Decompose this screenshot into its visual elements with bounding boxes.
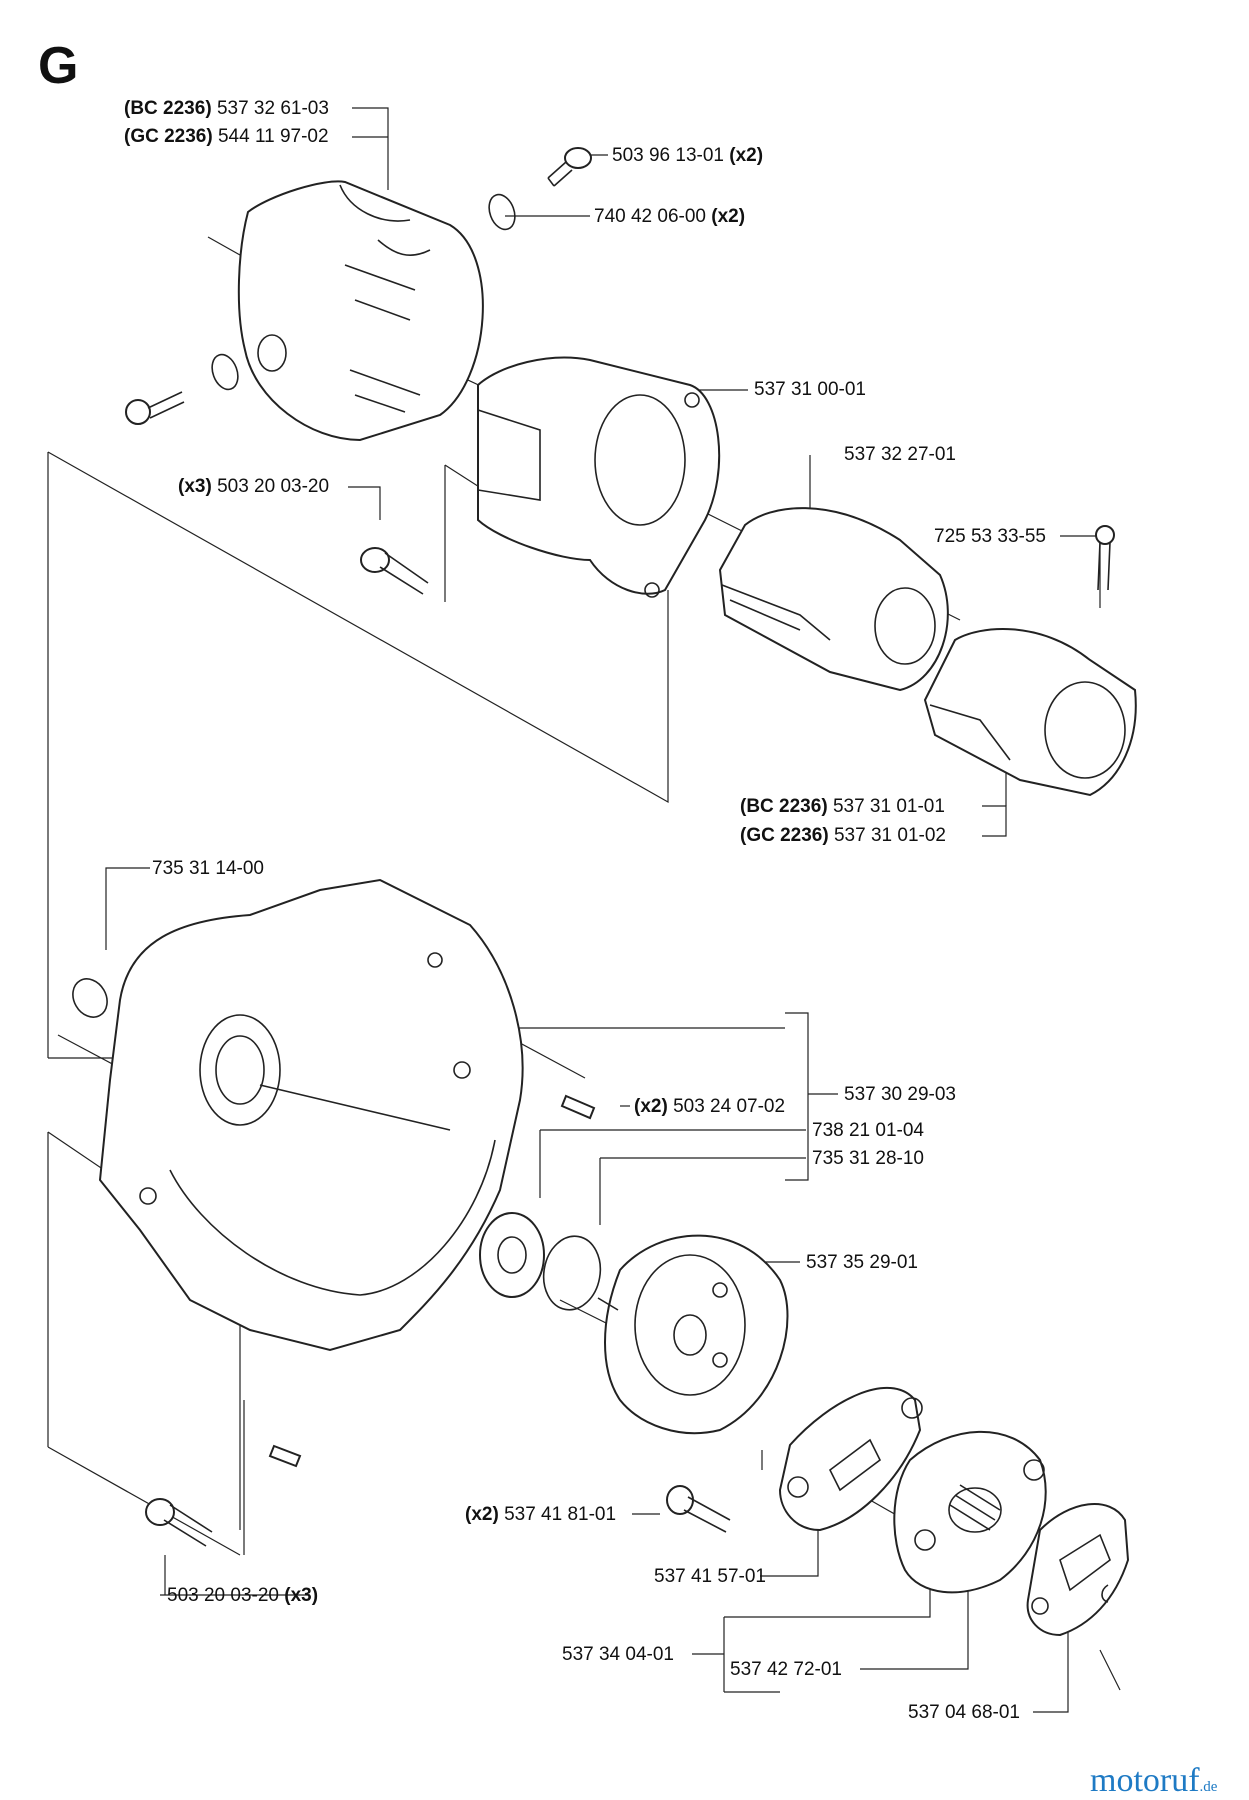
clutch-housing-part — [477, 356, 721, 598]
label-screw-x3-upper-part: 503 20 03-20 — [217, 476, 330, 497]
top-oring — [488, 193, 516, 231]
label-cover-bc: (BC 2236) 537 32 61-03 — [124, 98, 329, 120]
label-clutch-drum-part: 537 35 29-01 — [806, 1252, 918, 1273]
section-letter: G — [38, 37, 79, 95]
damper-part — [718, 507, 949, 692]
lower-x2-screw — [666, 1485, 731, 1533]
clamp-part — [923, 628, 1137, 797]
label-cover-gc-prefix: (GC 2236) — [124, 126, 213, 147]
cover-screw-left — [125, 391, 185, 425]
label-screw-x3-lower: 503 20 03-20 (x3) — [167, 1585, 318, 1607]
label-screw-x2-lower: (x2) 537 41 81-01 — [465, 1504, 616, 1526]
label-spring-part: 537 42 72-01 — [730, 1659, 842, 1680]
circlip-part — [542, 1235, 602, 1311]
label-damper: 537 32 27-01 — [844, 444, 956, 466]
label-clamp-gc: (GC 2236) 537 31 01-02 — [740, 825, 946, 847]
label-cover-plate: 537 04 68-01 — [908, 1702, 1020, 1724]
upper-x3-screw — [360, 547, 429, 595]
label-bearing-part: 738 21 01-04 — [812, 1120, 924, 1141]
label-cover-plate-part: 537 04 68-01 — [908, 1702, 1020, 1723]
label-pin-part: 503 24 07-02 — [673, 1096, 786, 1117]
clutch-drum-part — [597, 1234, 789, 1435]
label-screw-top-suffix: (x2) — [729, 145, 764, 166]
label-screw-x2-lower-prefix: (x2) — [465, 1504, 499, 1525]
watermark-suffix: .de — [1199, 1779, 1218, 1795]
clamp-screw — [1095, 525, 1115, 591]
lower-x3-screw — [145, 1498, 213, 1547]
washer-plate-part — [778, 1387, 923, 1532]
clutch-assy-part — [893, 1430, 1047, 1594]
label-oring: 740 42 06-00 (x2) — [594, 206, 745, 228]
label-screw-top-part: 503 96 13-01 — [612, 145, 724, 166]
label-oring-part: 740 42 06-00 — [594, 206, 706, 227]
label-washer-plate-part: 537 41 57-01 — [654, 1566, 766, 1587]
label-crankcase: 537 30 29-03 — [844, 1084, 956, 1106]
cover-oring-left — [211, 353, 239, 391]
label-pin-prefix: (x2) — [634, 1096, 668, 1117]
label-snap-ring-part: 735 31 14-00 — [152, 858, 264, 879]
cover-plate-part — [1026, 1503, 1130, 1637]
label-clutch-drum: 537 35 29-01 — [806, 1252, 918, 1274]
label-clamp-gc-prefix: (GC 2236) — [740, 825, 829, 846]
label-screw-x3-lower-part: 503 20 03-20 — [167, 1585, 279, 1606]
label-clutch-assy: 537 34 04-01 — [562, 1644, 674, 1666]
label-clamp-bc-prefix: (BC 2236) — [740, 796, 828, 817]
label-cover-gc-part: 544 11 97-02 — [217, 126, 329, 147]
label-screw-clamp-part: 725 53 33-55 — [934, 526, 1046, 547]
label-clutch-housing: 537 31 00-01 — [754, 379, 866, 401]
top-screw — [547, 147, 592, 187]
label-clutch-housing-part: 537 31 00-01 — [754, 379, 866, 400]
label-cover-bc-prefix: (BC 2236) — [124, 98, 212, 119]
label-clutch-assy-part: 537 34 04-01 — [562, 1644, 674, 1665]
label-screw-clamp: 725 53 33-55 — [934, 526, 1046, 548]
watermark-brand: motoruf — [1090, 1762, 1200, 1799]
label-screw-top: 503 96 13-01 (x2) — [612, 145, 763, 167]
label-crankcase-part: 537 30 29-03 — [844, 1084, 956, 1105]
label-clamp-bc-part: 537 31 01-01 — [832, 796, 945, 817]
label-circlip: 735 31 28-10 — [812, 1148, 924, 1170]
label-cover-bc-part: 537 32 61-03 — [216, 98, 329, 119]
label-cover-gc: (GC 2236) 544 11 97-02 — [124, 126, 329, 148]
bearing-part — [479, 1212, 545, 1298]
watermark-logo: motoruf.de — [1090, 1762, 1217, 1800]
label-snap-ring: 735 31 14-00 — [152, 858, 264, 880]
label-screw-x2-lower-part: 537 41 81-01 — [504, 1504, 617, 1525]
label-circlip-part: 735 31 28-10 — [812, 1148, 924, 1169]
label-clamp-gc-part: 537 31 01-02 — [833, 825, 946, 846]
label-pin: (x2) 503 24 07-02 — [634, 1096, 785, 1118]
label-screw-x3-upper-prefix: (x3) — [178, 476, 212, 497]
label-washer-plate: 537 41 57-01 — [654, 1566, 766, 1588]
label-bearing: 738 21 01-04 — [812, 1120, 924, 1142]
label-screw-x3-lower-suffix: (x3) — [284, 1585, 319, 1606]
label-spring: 537 42 72-01 — [730, 1659, 842, 1681]
label-damper-part: 537 32 27-01 — [844, 444, 956, 465]
cover-part — [237, 180, 484, 442]
label-clamp-bc: (BC 2236) 537 31 01-01 — [740, 796, 945, 818]
pin-part — [560, 1094, 596, 1120]
crankcase-part — [98, 878, 524, 1352]
lower-pin — [268, 1444, 302, 1468]
crank-snap-ring — [72, 978, 108, 1018]
label-screw-x3-upper: (x3) 503 20 03-20 — [178, 476, 329, 498]
label-oring-suffix: (x2) — [711, 206, 746, 227]
